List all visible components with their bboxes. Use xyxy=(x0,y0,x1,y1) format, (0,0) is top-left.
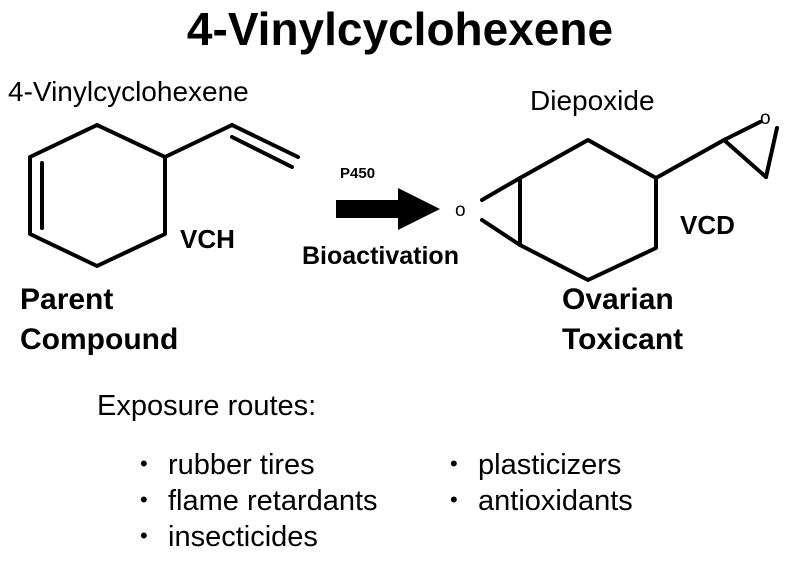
exposure-route: plasticizers xyxy=(478,449,622,481)
list-item: • plasticizers xyxy=(450,446,621,483)
vch-structure xyxy=(28,123,300,268)
bullet-icon: • xyxy=(140,523,148,548)
product-label-line1: Ovarian xyxy=(562,283,674,316)
list-item: • insecticides xyxy=(140,518,318,555)
parent-label-line1: Parent xyxy=(20,283,114,316)
product-label-line2: Toxicant xyxy=(562,323,684,356)
page-title: 4-Vinylcyclohexene xyxy=(186,3,614,55)
vcd-ring-oxygen-label: o xyxy=(455,200,466,221)
bullet-icon: • xyxy=(140,487,148,512)
enzyme-label: P450 xyxy=(340,165,376,182)
bullet-icon: • xyxy=(450,451,458,476)
list-item: • antioxidants xyxy=(450,482,633,519)
bullet-icon: • xyxy=(140,451,148,476)
parent-label-line2: Compound xyxy=(20,323,179,356)
vcd-ring-epoxide-bond-bottom xyxy=(480,218,522,247)
exposure-heading: Exposure routes: xyxy=(97,390,317,422)
vcd-side-oxygen-label: o xyxy=(760,108,771,129)
exposure-route: rubber tires xyxy=(168,449,315,481)
exposure-route: insecticides xyxy=(168,521,318,553)
process-label: Bioactivation xyxy=(302,242,459,270)
exposure-route: antioxidants xyxy=(478,485,633,517)
bullet-icon: • xyxy=(450,487,458,512)
parent-compound-name: 4-Vinylcyclohexene xyxy=(8,76,249,107)
vcd-structure: o o xyxy=(455,108,779,282)
list-item: • rubber tires xyxy=(140,446,315,483)
vch-abbrev: VCH xyxy=(180,224,235,254)
product-name: Diepoxide xyxy=(530,85,655,116)
vcd-side-epoxide-bond-1 xyxy=(722,138,768,179)
vch-vinyl-double-bond-1 xyxy=(230,123,300,159)
vch-vinyl-single-bond xyxy=(163,123,234,159)
vch-vinyl-double-bond-2 xyxy=(230,135,294,169)
list-item: • flame retardants xyxy=(140,482,378,519)
vch-ring xyxy=(28,123,167,268)
vcd-ring-epoxide-bond-top xyxy=(480,176,522,202)
exposure-route: flame retardants xyxy=(168,485,378,517)
vcd-side-epoxide-bond-2 xyxy=(722,120,762,142)
vcd-ring xyxy=(518,138,658,282)
vcd-abbrev: VCD xyxy=(680,210,735,240)
reaction-arrow xyxy=(336,188,440,230)
vcd-side-chain-bond xyxy=(654,138,726,180)
vcd-side-epoxide-bond-3 xyxy=(764,126,779,179)
